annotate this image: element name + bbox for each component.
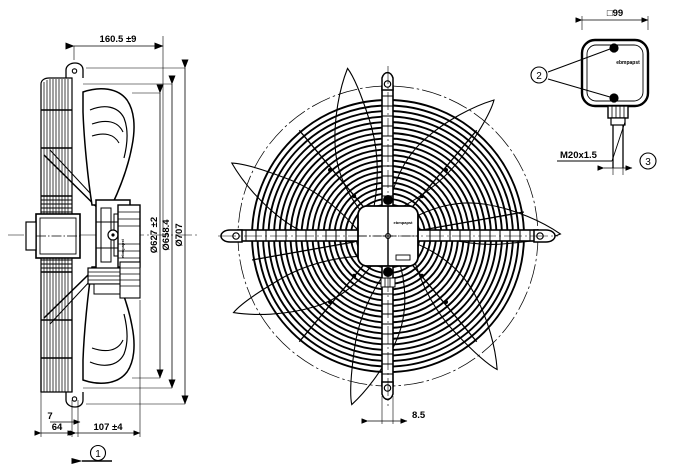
balloon-mounting-screw: 2 — [530, 48, 611, 98]
terminal-box-detail: □99 ebmpapst 2 — [530, 8, 657, 175]
side-flange-hole — [71, 68, 78, 74]
side-terminal-box — [25, 213, 81, 259]
dim-bracket-width: 8.5 — [412, 410, 426, 421]
side-lower-detail: ebmpapst — [87, 238, 141, 299]
dim-base-depth: 64 — [52, 422, 63, 433]
side-bottom-flange — [65, 392, 84, 408]
front-view: ebmpapst — [218, 66, 561, 406]
side-base — [40, 300, 73, 392]
mounting-screw-top — [609, 43, 619, 53]
side-dimensions: 160.5 ±9 Ø627 ±2 Ø658.4 Ø707 7 64 107 ±4 — [34, 34, 189, 464]
front-dimension-bracket-width: 8.5 — [361, 396, 426, 424]
balloon-airflow: 1 — [71, 444, 112, 464]
dim-diameter-mid: Ø658.4 — [161, 219, 172, 251]
balloon-airflow-label: 1 — [95, 449, 101, 460]
balloon-mounting-screw-label: 2 — [536, 71, 542, 82]
dim-diameter-inner: Ø627 ±2 — [149, 217, 160, 253]
balloon-cable-gland: 3 — [597, 152, 657, 175]
dim-flange-thickness: 7 — [47, 411, 52, 422]
dim-blade-depth: 107 ±4 — [94, 422, 124, 433]
side-motor-block — [117, 204, 141, 268]
side-blade-profile — [82, 87, 135, 385]
side-top-flange — [65, 62, 84, 78]
dim-gland-thread: M20x1.5 — [560, 150, 598, 161]
mounting-foot-bottom — [381, 381, 394, 401]
cable-gland — [607, 105, 629, 168]
front-guard-rivets — [328, 168, 448, 304]
mounting-foot-top — [381, 71, 394, 91]
front-brand-logo: ebmpapst — [394, 220, 414, 225]
balloon-cable-gland-label: 3 — [645, 157, 651, 168]
dim-box-square: □99 — [607, 8, 623, 19]
mounting-screw-bottom — [609, 93, 619, 103]
side-elevation-view: ebmpapst — [8, 62, 200, 408]
detail-brand-logo: ebmpapst — [616, 60, 640, 66]
dim-side-width: 160.5 ±9 — [100, 34, 137, 45]
side-flange-hole-bottom — [71, 396, 78, 402]
dim-diameter-outer: Ø707 — [174, 223, 185, 246]
side-brand-logo: ebmpapst — [120, 238, 125, 258]
label-gland-thread: M20x1.5 — [557, 121, 626, 162]
